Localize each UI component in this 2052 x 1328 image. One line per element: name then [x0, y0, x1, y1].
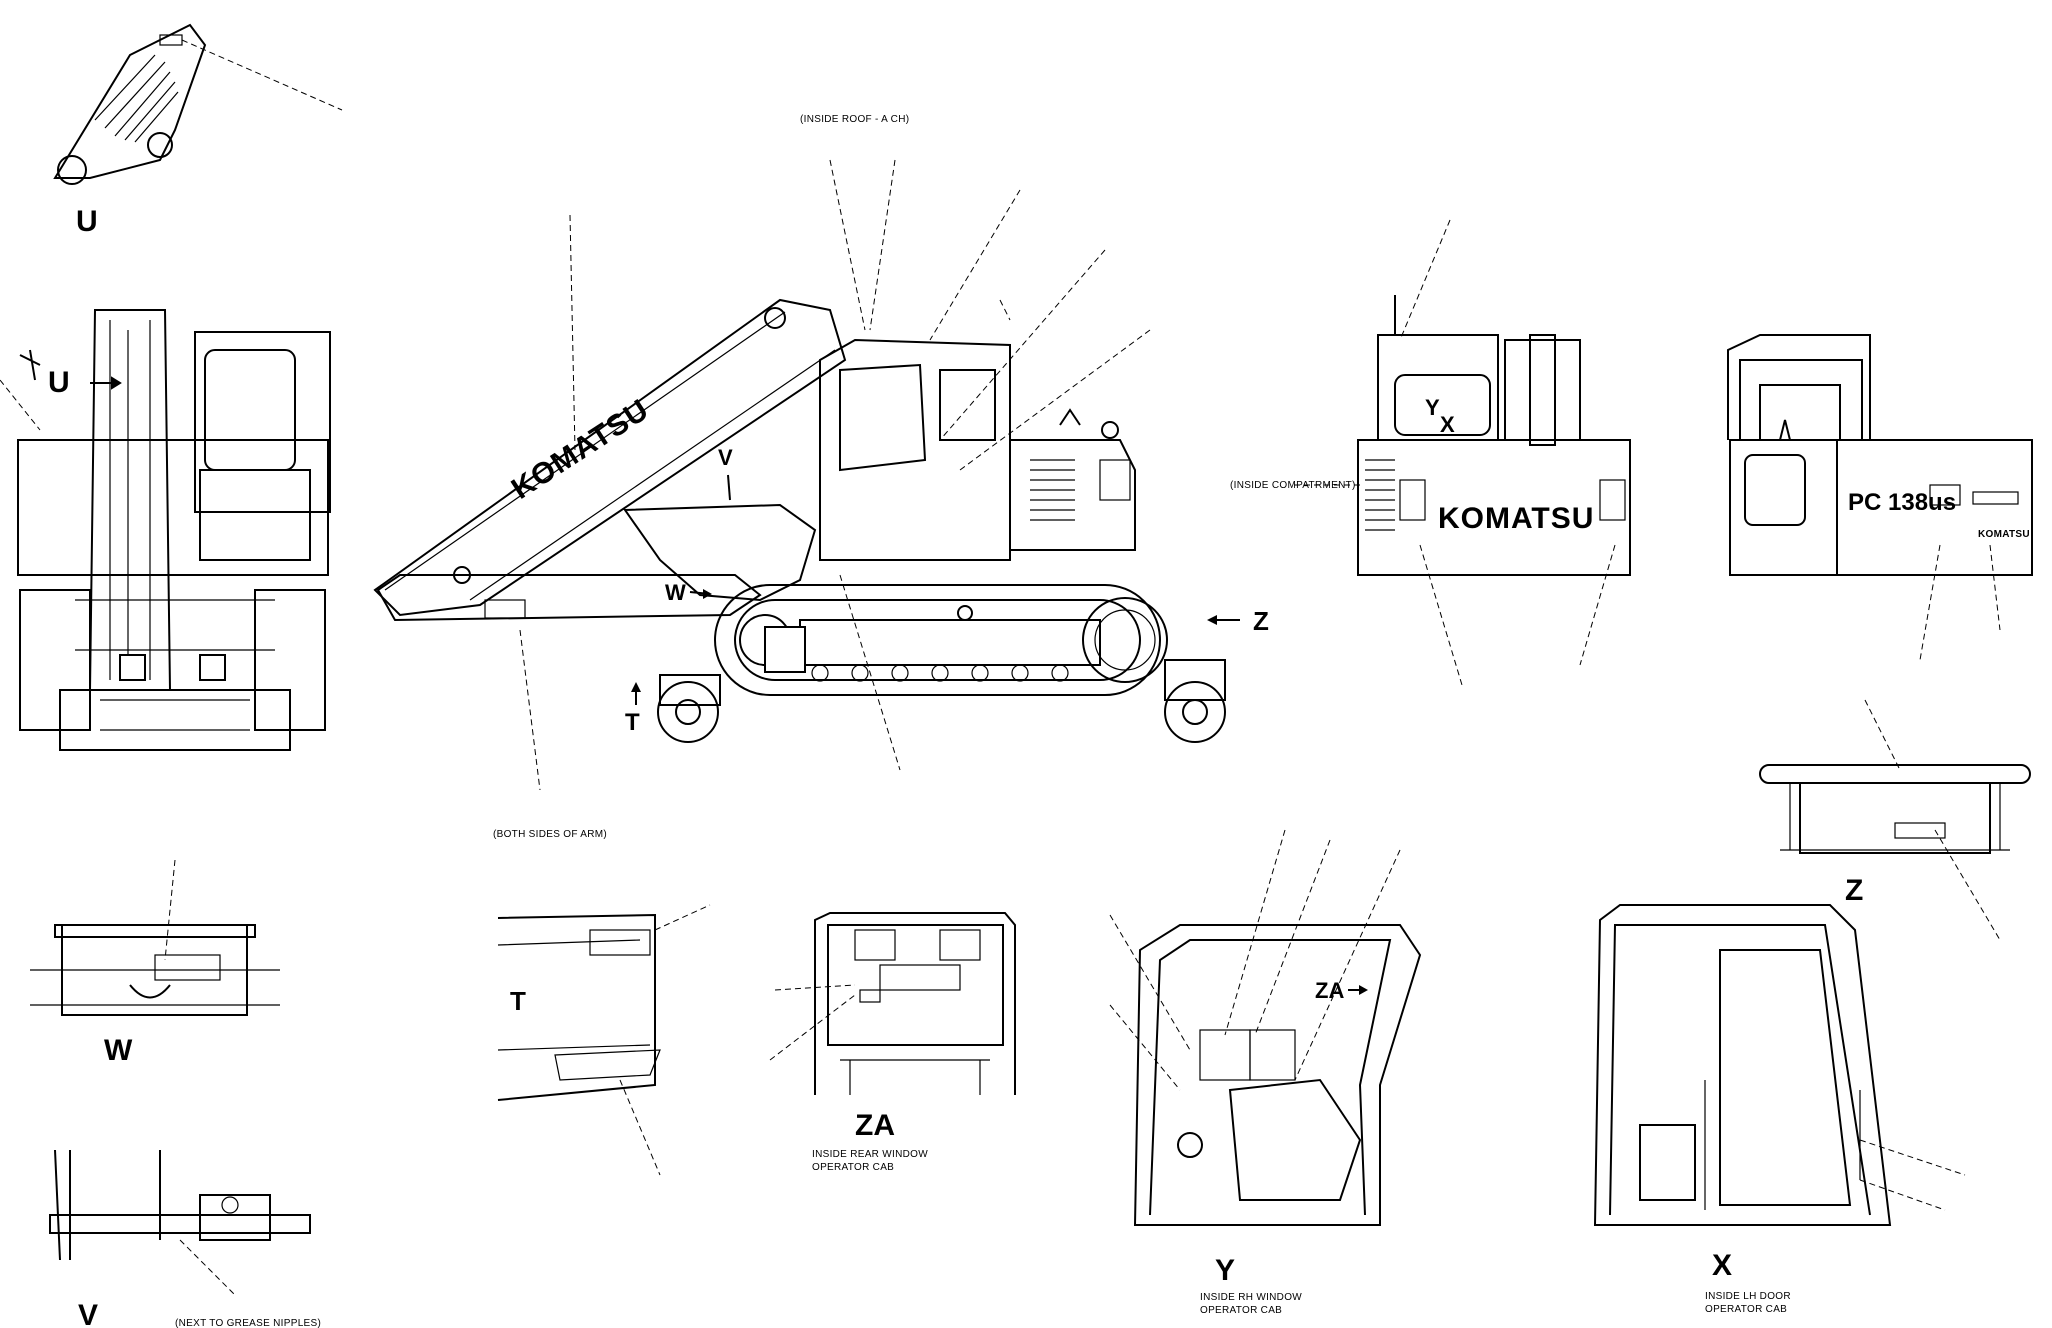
main-side-view-excavator: KOMATSU: [373, 114, 1269, 840]
za-caption-line-1: INSIDE REAR WINDOW: [812, 1149, 928, 1160]
side-brand-decal: KOMATSU: [1978, 529, 2030, 540]
arrow-label-za: ZA: [1315, 978, 1344, 1003]
x-caption-line-2: OPERATOR CAB: [1705, 1304, 1787, 1315]
note-both-sides-arm: (BOTH SIDES OF ARM): [493, 829, 607, 840]
side-view-right-excavator: PC 138us KOMATSU: [1727, 334, 2033, 661]
arrow-label-v: V: [718, 445, 733, 470]
y-caption-line-1: INSIDE RH WINDOW: [1200, 1292, 1302, 1303]
view-label-u: U: [76, 205, 98, 238]
detail-w: W: [30, 859, 280, 1067]
detail-za: ZA INSIDE REAR WINDOW OPERATOR CAB: [769, 912, 1016, 1173]
view-label-t: T: [510, 986, 526, 1016]
view-label-v: V: [78, 1299, 98, 1328]
rear-view-excavator: Y X KOMATSU (INSIDE COMPATRMENT): [1230, 219, 1631, 686]
arrow-label-t: T: [625, 709, 640, 736]
x-caption-line-1: INSIDE LH DOOR: [1705, 1291, 1791, 1302]
detail-x: X INSIDE LH DOOR OPERATOR CAB: [1593, 904, 1966, 1315]
side-model-decal: PC 138us: [1848, 489, 1956, 516]
arrow-label-yx-y: Y: [1425, 395, 1440, 420]
arrow-label-yx-x: X: [1440, 412, 1455, 437]
view-label-w: W: [104, 1034, 133, 1067]
detail-z: Z: [1759, 699, 2031, 941]
arrow-label-z: Z: [1253, 606, 1269, 636]
arrow-label-u: U: [48, 366, 70, 399]
note-next-to-grease: (NEXT TO GREASE NIPPLES): [175, 1318, 321, 1328]
za-caption-line-2: OPERATOR CAB: [812, 1162, 894, 1173]
detail-t: T: [497, 904, 711, 1176]
detail-u-bucket: U: [53, 23, 343, 238]
view-label-z: Z: [1845, 874, 1863, 907]
detail-y: ZA Y INSIDE RH WINDOW OPERATOR CAB: [1109, 829, 1422, 1316]
view-label-y: Y: [1215, 1254, 1235, 1287]
front-view-excavator: U: [0, 309, 331, 751]
detail-v: V (NEXT TO GREASE NIPPLES): [49, 1149, 321, 1328]
y-caption-line-2: OPERATOR CAB: [1200, 1305, 1282, 1316]
note-inside-roof: (INSIDE ROOF - A CH): [800, 114, 909, 125]
note-inside-compartment: (INSIDE COMPATRMENT): [1230, 480, 1356, 491]
rear-brand-decal: KOMATSU: [1438, 502, 1594, 535]
arrow-label-w: W: [665, 580, 686, 605]
view-label-x: X: [1712, 1249, 1732, 1282]
view-label-za: ZA: [855, 1109, 895, 1142]
